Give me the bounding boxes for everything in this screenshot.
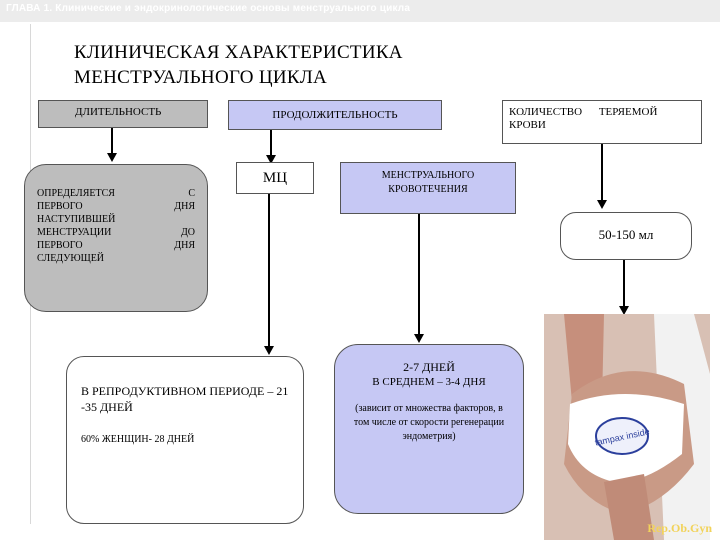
box-prodolzhitelnost-label: ПРОДОЛЖИТЕЛЬНОСТЬ: [272, 109, 398, 121]
arrow-mc: [268, 194, 270, 348]
box-prodolzhitelnost: ПРОДОЛЖИТЕЛЬНОСТЬ: [228, 100, 442, 130]
days-line-1: 2-7 ДНЕЙ: [403, 360, 455, 374]
defined-text: ДНЯ: [174, 240, 195, 251]
header-strip-text: ГЛАВА 1. Клинические и эндокринологическ…: [6, 3, 411, 14]
box-defined: ОПРЕДЕЛЯЕТСЯ ПЕРВОГО НАСТУПИВШЕЙ МЕНСТРУ…: [24, 164, 208, 312]
watermark: Rep.Ob.Gyn: [647, 521, 712, 535]
defined-text: ДНЯ: [174, 201, 195, 212]
repro-line-1: В РЕПРОДУКТИВНОМ ПЕРИОДЕ – 21: [81, 384, 289, 398]
arrow-blood-amount-head: [619, 306, 629, 315]
page-title: КЛИНИЧЕСКАЯ ХАРАКТЕРИСТИКА МЕНСТРУАЛЬНОГ…: [74, 40, 403, 90]
arrow-kolichestvo-head: [597, 200, 607, 209]
advertisement-photo: tampax inside: [544, 314, 710, 540]
defined-text: С: [188, 188, 195, 199]
defined-text: ПЕРВОГО: [37, 201, 83, 212]
blood-amount-value: 50-150 мл: [598, 227, 654, 242]
box-mc: МЦ: [236, 162, 314, 194]
box-menstr-krovotechenia-label: МЕНСТРУАЛЬНОГО КРОВОТЕЧЕНИЯ: [381, 170, 475, 195]
box-blood-amount: 50-150 мл: [560, 212, 692, 260]
box-reproductive: В РЕПРОДУКТИВНОМ ПЕРИОДЕ – 21 -35 ДНЕЙ 6…: [66, 356, 304, 524]
title-line-2: МЕНСТРУАЛЬНОГО ЦИКЛА: [74, 67, 328, 88]
defined-text: СЛЕДУЮЩЕЙ: [37, 253, 105, 264]
defined-left-column: ОПРЕДЕЛЯЕТСЯ ПЕРВОГО НАСТУПИВШЕЙ МЕНСТРУ…: [37, 187, 115, 265]
box-dlitelnost-label: ДЛИТЕЛЬНОСТЬ: [75, 106, 162, 118]
defined-text: ПЕРВОГО: [37, 240, 83, 251]
arrow-prodolzhitelnost-head: [266, 155, 276, 164]
box-days: 2-7 ДНЕЙ В СРЕДНЕМ – 3-4 ДНЯ (зависит от…: [334, 344, 524, 514]
box-kolichestvo: КОЛИЧЕСТВО ТЕРЯЕМОЙ КРОВИ: [502, 100, 702, 144]
defined-right-column: С ДНЯ ДО ДНЯ: [174, 187, 195, 265]
arrow-dlitelnost: [111, 128, 113, 154]
arrow-menstr-head: [414, 334, 424, 343]
defined-text: МЕНСТРУАЦИИ: [37, 227, 112, 238]
days-line-2: В СРЕДНЕМ – 3-4 ДНЯ: [372, 376, 486, 388]
arrow-menstr: [418, 214, 420, 336]
arrow-mc-head: [264, 346, 274, 355]
box-mc-label: МЦ: [262, 170, 288, 186]
header-strip: ГЛАВА 1. Клинические и эндокринологическ…: [0, 0, 720, 22]
defined-text: НАСТУПИВШЕЙ: [37, 214, 116, 225]
title-line-1: КЛИНИЧЕСКАЯ ХАРАКТЕРИСТИКА: [74, 42, 403, 63]
box-kolichestvo-label: КОЛИЧЕСТВО ТЕРЯЕМОЙ КРОВИ: [509, 106, 658, 131]
days-note: (зависит от множества факторов, в том чи…: [353, 403, 505, 442]
repro-line-2: -35 ДНЕЙ: [81, 400, 133, 414]
arrow-prodolzhitelnost: [270, 130, 272, 156]
defined-text: ОПРЕДЕЛЯЕТСЯ: [37, 188, 115, 199]
photo-illustration: tampax inside: [544, 314, 710, 540]
arrow-dlitelnost-head: [107, 153, 117, 162]
repro-line-3: 60% ЖЕНЩИН- 28 ДНЕЙ: [81, 434, 195, 445]
box-menstr-krovotechenia: МЕНСТРУАЛЬНОГО КРОВОТЕЧЕНИЯ: [340, 162, 516, 214]
arrow-kolichestvo: [601, 144, 603, 202]
box-dlitelnost: ДЛИТЕЛЬНОСТЬ: [38, 100, 208, 128]
defined-text: ДО: [180, 227, 195, 238]
arrow-blood-amount: [623, 260, 625, 308]
